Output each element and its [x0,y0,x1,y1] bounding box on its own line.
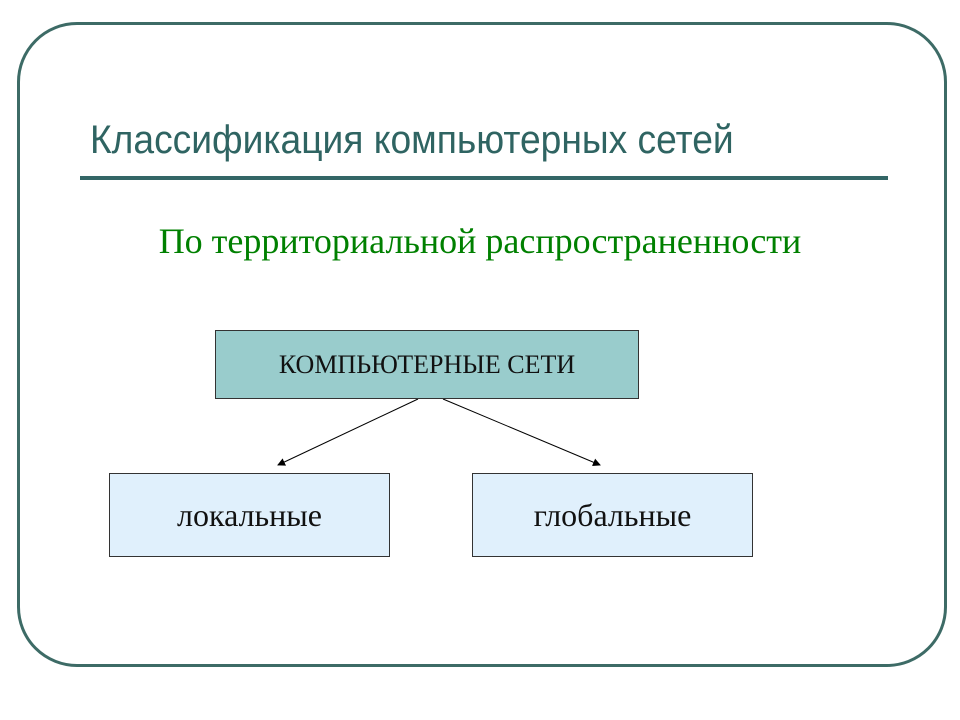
root-node-computer-networks: КОМПЬЮТЕРНЫЕ СЕТИ [215,330,639,399]
node-global-label: глобальные [533,496,692,533]
root-node-label: КОМПЬЮТЕРНЫЕ СЕТИ [278,349,576,379]
node-global: глобальные [472,473,753,557]
slide-subtitle: По территориальной распространенности [158,221,802,261]
title-underline [80,176,888,180]
node-local-label: локальные [177,496,322,533]
arrow-to-local [277,398,419,466]
slide-title: Классификация компьютерных сетей [90,118,734,162]
arrow-to-global [442,398,601,466]
slide-frame [17,22,947,667]
node-local: локальные [109,473,390,557]
